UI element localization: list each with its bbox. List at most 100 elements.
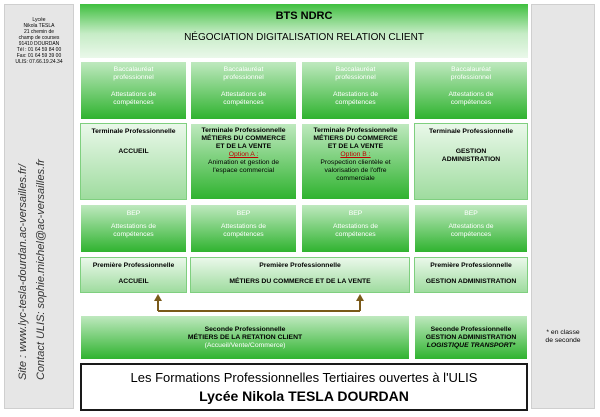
terminale-title: Terminale Professionnelle: [428, 128, 514, 135]
premiere-specialty: ACCUEIL: [118, 278, 149, 285]
seconde-specialty: GESTION ADMINISTRATION: [425, 334, 517, 341]
bac-label: professionnel: [223, 74, 264, 81]
address-line: Nikola TESLA: [23, 23, 55, 29]
arrow-head-left: [154, 294, 162, 301]
premiere-title: Première Professionnelle: [92, 262, 175, 269]
bac-box: Baccalauréat professionnel Attestations …: [414, 61, 528, 120]
bep-box: BEP Attestations de compétences: [190, 204, 297, 253]
seconde-title: Seconde Professionnelle: [204, 326, 286, 333]
seconde-specialty: MÉTIERS DE LA RETATION CLIENT: [187, 334, 303, 341]
bac-label: compétences: [223, 99, 264, 106]
address-line: ULIS: 07.66.19.24.34: [15, 59, 63, 65]
address-line: champ de courses: [18, 35, 60, 41]
terminale-box-gestion: Terminale Professionnelle GESTION ADMINI…: [414, 123, 528, 200]
bac-box: Baccalauréat professionnel Attestations …: [80, 61, 187, 120]
bep-box: BEP Attestations de compétences: [301, 204, 410, 253]
bep-title: BEP: [126, 210, 141, 217]
school-address: Lycée Nikola TESLA 21 chemin de champ de…: [5, 17, 73, 65]
address-line: 21 chemin de: [23, 29, 55, 35]
bac-label: Baccalauréat: [335, 66, 376, 73]
terminale-specialty: MÉTIERS DU COMMERCE: [201, 135, 286, 142]
option-detail: commerciale: [336, 175, 375, 182]
terminale-box-mcv-a: Terminale Professionnelle MÉTIERS DU COM…: [190, 123, 297, 200]
bep-label: Attestations de: [333, 223, 378, 230]
bac-label: compétences: [113, 99, 154, 106]
bep-box: BEP Attestations de compétences: [414, 204, 528, 253]
address-line: Fax: 01 64 59 39 00: [16, 53, 62, 59]
option-detail: l'espace commercial: [212, 167, 275, 174]
footnote-line: de seconde: [545, 337, 581, 344]
bep-label: compétences: [113, 231, 154, 238]
seconde-specialty: LOGISTIQUE TRANSPORT*: [426, 342, 516, 349]
footnote-line: * en classe: [546, 329, 580, 336]
option-detail: Animation et gestion de: [207, 159, 280, 166]
option-label: Option A :: [228, 151, 259, 158]
bac-box: Baccalauréat professionnel Attestations …: [301, 61, 410, 120]
bep-label: compétences: [223, 231, 264, 238]
bac-label: compétences: [335, 99, 376, 106]
bep-label: Attestations de: [221, 223, 266, 230]
premiere-box-gestion: Première Professionnelle GESTION ADMINIS…: [414, 257, 528, 293]
terminale-specialty: ADMINISTRATION: [441, 156, 501, 163]
terminale-title: Terminale Professionnelle: [201, 127, 286, 134]
seconde-box-mrc: Seconde Professionnelle MÉTIERS DE LA RE…: [80, 315, 410, 360]
arrow-connector: [154, 294, 364, 312]
terminale-title: Terminale Professionnelle: [91, 128, 176, 135]
bac-label: professionnel: [335, 74, 376, 81]
bac-label: compétences: [450, 99, 492, 106]
bac-label: Baccalauréat: [113, 66, 154, 73]
premiere-specialty: GESTION ADMINISTRATION: [425, 278, 517, 285]
site-url[interactable]: Site : www.lyc-tesla-dourdan.ac-versaill…: [17, 164, 29, 380]
bep-label: compétences: [450, 231, 492, 238]
bac-label: professionnel: [113, 74, 154, 81]
banner-title: Les Formations Professionnelles Tertiair…: [130, 370, 478, 385]
seconde-detail: (Accueil/Vente/Commerce): [204, 342, 286, 349]
option-detail: Prospection clientèle et: [320, 159, 391, 166]
bac-label: Baccalauréat: [451, 66, 491, 73]
contact-email[interactable]: Contact ULIS: sophie.michel@ac-versaille…: [35, 159, 47, 380]
address-line: Lycée: [32, 17, 46, 23]
premiere-specialty: MÉTIERS DU COMMERCE ET DE LA VENTE: [229, 278, 371, 285]
terminale-specialty: ET DE LA VENTE: [215, 143, 272, 150]
premiere-title: Première Professionnelle: [430, 262, 512, 269]
bep-label: Attestations de: [111, 223, 156, 230]
seconde-box-gestion: Seconde Professionnelle GESTION ADMINIST…: [414, 315, 528, 360]
bep-label: compétences: [335, 231, 376, 238]
banner-subtitle: Lycée Nikola TESLA DOURDAN: [199, 388, 409, 404]
terminale-specialty: MÉTIERS DU COMMERCE: [313, 135, 398, 142]
bac-label: Attestations de: [111, 91, 156, 98]
premiere-title: Première Professionnelle: [259, 262, 341, 269]
bac-box: Baccalauréat professionnel Attestations …: [190, 61, 297, 120]
footnote: * en classe de seconde: [532, 329, 594, 345]
terminale-specialty: ET DE LA VENTE: [327, 143, 384, 150]
bts-header: BTS NDRC NÉGOCIATION DIGITALISATION RELA…: [80, 4, 528, 58]
terminale-box-accueil: Terminale Professionnelle ACCUEIL: [80, 123, 187, 200]
address-line: Tél : 01 64 59 84 00: [16, 47, 62, 53]
address-line: 91410 DOURDAN: [18, 41, 60, 47]
right-panel: * en classe de seconde: [531, 4, 595, 409]
bac-label: Attestations de: [333, 91, 378, 98]
premiere-box-mcv: Première Professionnelle MÉTIERS DU COMM…: [190, 257, 410, 293]
terminale-specialty: ACCUEIL: [118, 148, 149, 155]
bac-label: professionnel: [450, 74, 492, 81]
bep-title: BEP: [464, 210, 478, 217]
left-panel: Lycée Nikola TESLA 21 chemin de champ de…: [4, 4, 74, 409]
terminale-title: Terminale Professionnelle: [313, 127, 398, 134]
bep-label: Attestations de: [448, 223, 494, 230]
bac-label: Baccalauréat: [223, 66, 264, 73]
bep-title: BEP: [236, 210, 251, 217]
bac-label: Attestations de: [221, 91, 266, 98]
seconde-title: Seconde Professionnelle: [430, 326, 512, 333]
premiere-box-accueil: Première Professionnelle ACCUEIL: [80, 257, 187, 293]
arrow-head-right: [356, 294, 364, 301]
terminale-box-mcv-b: Terminale Professionnelle MÉTIERS DU COM…: [301, 123, 410, 200]
bottom-banner: Les Formations Professionnelles Tertiair…: [80, 363, 528, 411]
header-subtitle: NÉGOCIATION DIGITALISATION RELATION CLIE…: [184, 32, 424, 43]
bep-title: BEP: [348, 210, 363, 217]
bep-box: BEP Attestations de compétences: [80, 204, 187, 253]
header-title: BTS NDRC: [275, 10, 333, 22]
terminale-specialty: GESTION: [455, 148, 487, 155]
bac-label: Attestations de: [448, 91, 494, 98]
option-detail: valorisation de l'offre: [324, 167, 387, 174]
option-label: Option B :: [340, 151, 371, 158]
